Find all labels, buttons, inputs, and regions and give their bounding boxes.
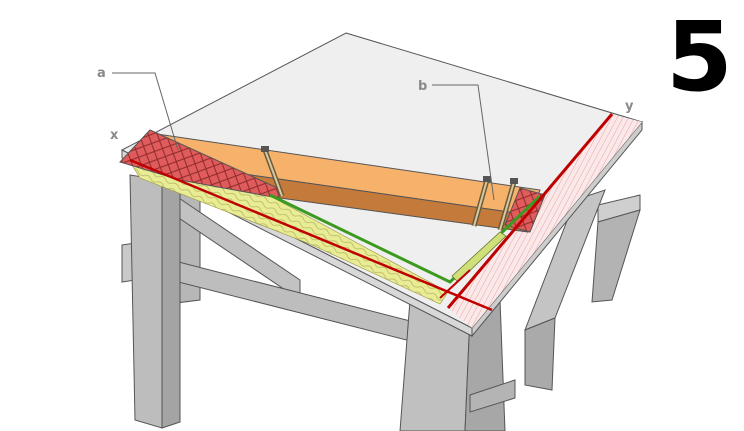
label-b: b <box>418 79 427 94</box>
front-left-leg <box>129 174 163 429</box>
clamp-right-1 <box>471 176 491 227</box>
clamps <box>261 146 518 231</box>
leader-line-b <box>432 84 495 201</box>
label-a: a <box>97 66 106 81</box>
leader-line-a <box>112 72 179 151</box>
clamp-left <box>261 146 285 197</box>
step-number: 5 <box>666 1 733 113</box>
cut-line-front <box>129 158 493 312</box>
cut-strip <box>448 114 642 328</box>
label-x: x <box>110 128 119 143</box>
front-left-leg-side <box>161 179 181 429</box>
rear-right-leg-side <box>524 317 556 391</box>
guide-rail <box>269 193 542 284</box>
guide-block <box>451 231 507 283</box>
clamp-right-2 <box>497 178 518 231</box>
cut-line-long <box>446 113 614 309</box>
cut-line-corner <box>439 269 471 299</box>
front-right-foot <box>469 379 516 413</box>
label-y: y <box>625 99 634 114</box>
right-trestle-leg <box>591 209 641 303</box>
